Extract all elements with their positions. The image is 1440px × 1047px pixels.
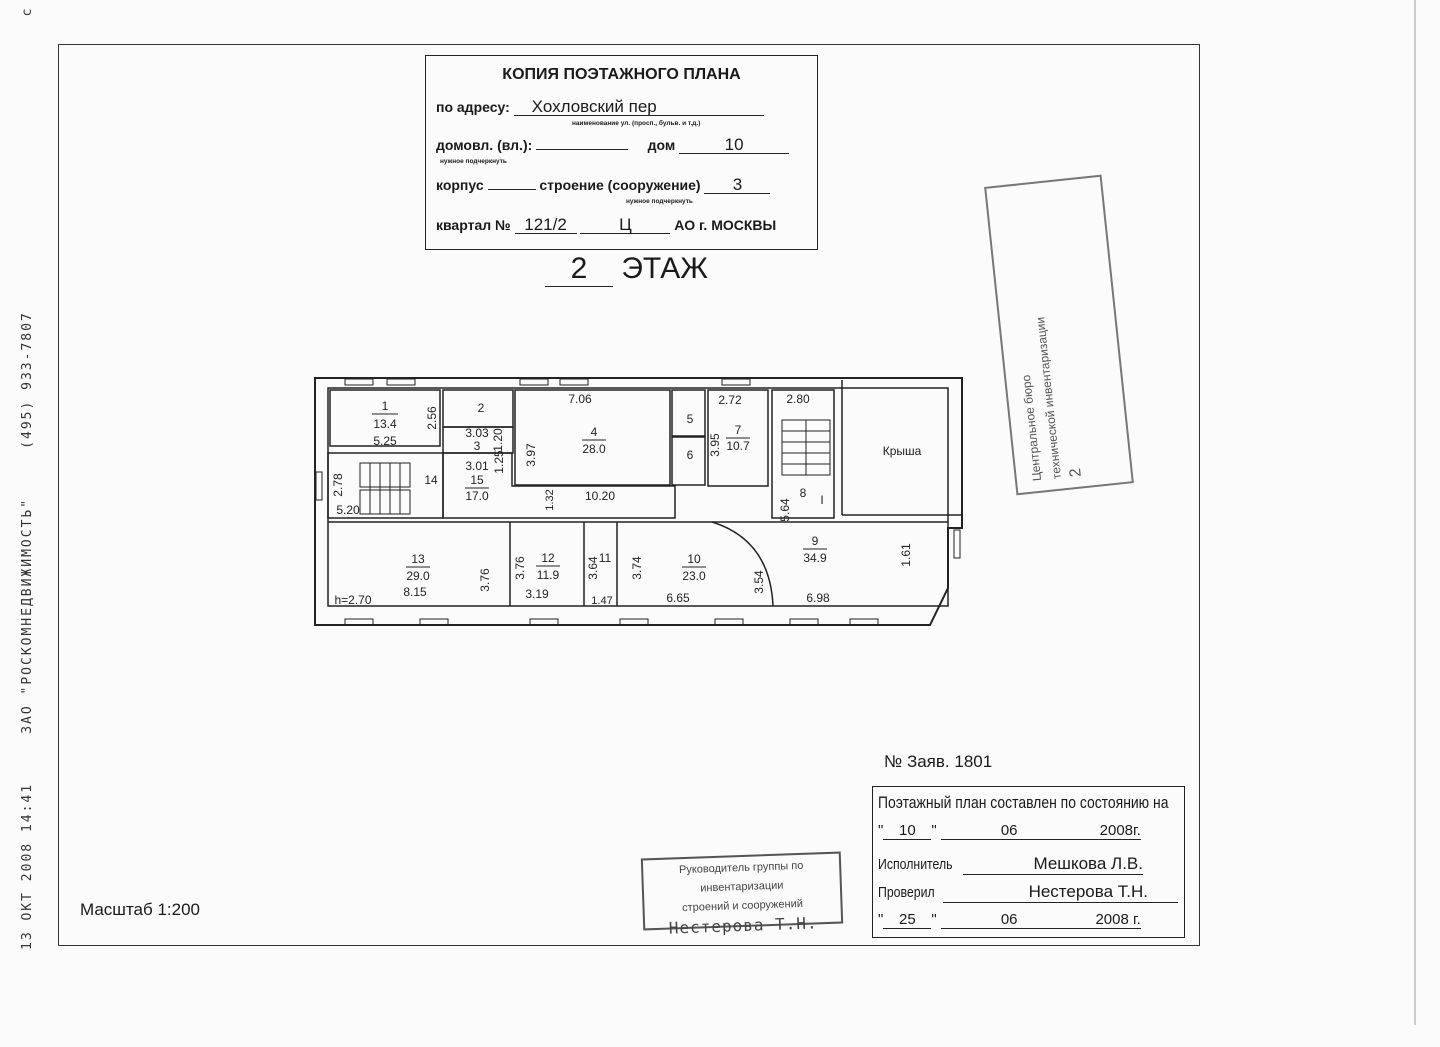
kvartal-value: 121/2 — [514, 216, 577, 234]
room-10-dim: 3.74 — [630, 556, 644, 580]
drawing-frame — [58, 44, 1200, 946]
room-9-dim: 6.98 — [806, 591, 830, 605]
room-1-number: 1 — [382, 399, 389, 413]
kvartal-label: квартал № — [436, 217, 511, 233]
room-15-area: 17.0 — [465, 489, 489, 503]
title-box: КОПИЯ ПОЭТАЖНОГО ПЛАНА по адресу: Хохлов… — [425, 55, 818, 250]
room-15-dim: 1.32 — [544, 489, 556, 510]
executor-label: Исполнитель — [878, 856, 953, 873]
room-1-dim: 5.25 — [373, 434, 397, 448]
date2-month: 06 — [1000, 911, 1018, 928]
date2-day: 25 — [883, 911, 932, 929]
state-box: Поэтажный план составлен по состоянию на… — [872, 786, 1185, 938]
domovl-value — [536, 149, 629, 150]
room-1-dim: 2.56 — [425, 406, 439, 430]
korpus-value — [487, 189, 536, 190]
state-title: Поэтажный план составлен по состоянию на — [878, 793, 1169, 812]
ao-label: АО г. МОСКВЫ — [674, 217, 777, 233]
room-12-dim: 3.76 — [513, 556, 527, 580]
room-12-number: 12 — [541, 551, 555, 565]
stroenie-value: 3 — [704, 176, 771, 194]
korpus-label: корпус — [436, 177, 484, 193]
domovl-label: домовл. (вл.): — [436, 137, 533, 153]
room-7-number: 7 — [735, 423, 742, 437]
room-15-number: 15 — [470, 473, 484, 487]
floor-number: 2 — [545, 252, 613, 287]
stroenie-label: строение (сооружение) — [539, 177, 701, 193]
room-8-dim: 2.80 — [786, 392, 810, 406]
windows — [315, 378, 961, 626]
room-9-area: 34.9 — [803, 551, 827, 565]
room-15-dim: 1.25 — [492, 450, 506, 474]
room-12-dim: 3.19 — [525, 587, 549, 601]
application-number: № Заяв. 1801 — [884, 752, 993, 771]
room-11-dim: 1.47 — [591, 595, 612, 607]
room-4-area: 28.0 — [582, 442, 606, 456]
scale-label: Масштаб 1:200 — [80, 900, 200, 919]
room-3-dim: 1.20 — [491, 428, 505, 452]
room-11-dim: 3.64 — [586, 556, 600, 580]
room-12-area: 11.9 — [537, 568, 560, 582]
room-4-dim: 7.06 — [568, 392, 592, 406]
room-8-number: 8 — [800, 486, 807, 500]
room-13-number: 13 — [411, 552, 425, 566]
date1-month: 06 — [1000, 822, 1018, 839]
room-7-dim: 3.95 — [708, 433, 722, 457]
room-3-dim: 3.03 — [465, 426, 489, 440]
room-14-number: 14 — [424, 473, 438, 487]
room-14-dim: 2.78 — [331, 473, 345, 497]
walls — [314, 377, 963, 626]
underline-hint-1: нужное подчеркнуть — [440, 158, 507, 165]
checked-label: Проверил — [878, 884, 935, 901]
room-13-area: 29.0 — [406, 569, 430, 583]
room-4-dim: 3.97 — [524, 443, 538, 467]
room-2-number: 2 — [478, 401, 485, 415]
floor-label: ЭТАЖ — [621, 252, 708, 285]
room-3-number: 3 — [474, 439, 481, 453]
date1-day: 10 — [883, 822, 932, 840]
room-7-dim: 2.72 — [718, 393, 742, 407]
address-value: Хохловский пер — [513, 98, 764, 116]
room-13-dim: 8.15 — [403, 585, 427, 599]
dom-value: 10 — [679, 136, 790, 154]
room-10-dim: 6.65 — [666, 591, 690, 605]
room-5-number: 5 — [687, 412, 694, 426]
room-10-number: 10 — [687, 552, 701, 566]
room-8-mark: I — [820, 493, 823, 507]
room-15-dim: 10.20 — [585, 489, 615, 503]
room-10-area: 23.0 — [682, 569, 706, 583]
address-label: по адресу: — [436, 99, 510, 115]
checker-name: Нестерова Т.Н. — [943, 882, 1178, 903]
page-edge — [1414, 0, 1416, 1025]
stairs — [359, 419, 831, 515]
executor-name: Мешкова Л.В. — [963, 854, 1143, 875]
room-11-number: 11 — [599, 551, 612, 565]
room-13-dim: 3.76 — [478, 568, 492, 592]
date2-year: 2008 г. — [1095, 911, 1141, 928]
room-1-area: 13.4 — [373, 417, 397, 431]
room-8-dim: 5.64 — [778, 498, 792, 522]
dom-label: дом — [647, 137, 676, 153]
ceiling-height: h=2.70 — [334, 593, 371, 607]
ao-value: Ц — [580, 216, 671, 234]
room-4-number: 4 — [591, 425, 598, 439]
room-7-area: 10.7 — [726, 439, 750, 453]
room-14-dim: 5.20 — [336, 503, 360, 517]
group-head-stamp: Руководитель группы по инвентаризации ст… — [640, 851, 844, 938]
date1-year: 2008г. — [1099, 822, 1141, 839]
floor-heading: 2 ЭТАЖ — [545, 252, 708, 287]
room-9-number: 9 — [812, 534, 819, 548]
room-9-dim: 1.61 — [899, 543, 913, 567]
underline-hint-2: нужное подчеркнуть — [626, 198, 693, 205]
address-hint: наименование ул. (просп., бульв. и т.д.) — [572, 120, 701, 127]
roof-label: Крыша — [883, 444, 922, 458]
room-6-number: 6 — [687, 448, 694, 462]
room-10-dim: 3.54 — [752, 570, 766, 594]
room-15-dim: 3.01 — [465, 459, 489, 473]
doc-title: КОПИЯ ПОЭТАЖНОГО ПЛАНА — [502, 66, 741, 83]
